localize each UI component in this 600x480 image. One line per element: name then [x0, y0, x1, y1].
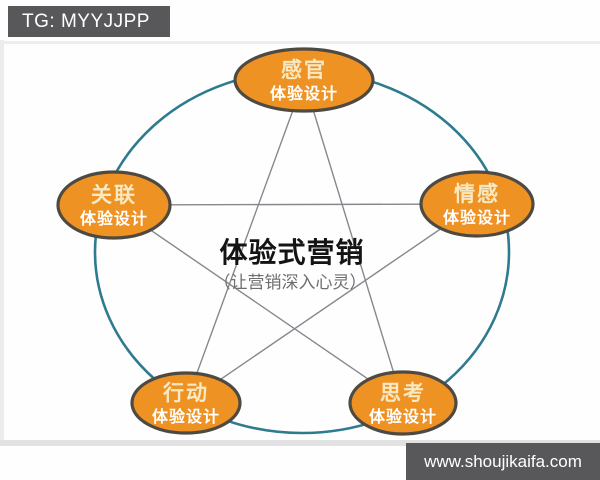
- telegram-watermark: TG: MYYJJPP: [8, 6, 170, 37]
- node-label: 情感: [454, 182, 500, 206]
- node-think: 思考 体验设计: [348, 370, 458, 436]
- node-sublabel: 体验设计: [80, 209, 148, 228]
- site-watermark: www.shoujikaifa.com: [406, 443, 600, 480]
- chord-line: [185, 79, 305, 404]
- node-sublabel: 体验设计: [443, 208, 511, 227]
- chord-line: [303, 79, 404, 404]
- diagram-title: 体验式营销: [219, 236, 364, 268]
- scan-artifact-line: [0, 41, 600, 44]
- node-sublabel: 体验设计: [152, 407, 220, 426]
- node-sublabel: 体验设计: [270, 84, 338, 103]
- node-ellipse: [56, 170, 172, 240]
- chord-line: [113, 204, 404, 404]
- scan-artifact-strip: [0, 440, 600, 446]
- node-sublabel: 体验设计: [369, 407, 437, 426]
- node-sensory: 感官 体验设计: [233, 47, 375, 113]
- pentagram-lines: [113, 79, 478, 404]
- node-label: 行动: [162, 381, 209, 405]
- site-watermark-text: www.shoujikaifa.com: [424, 452, 582, 471]
- node-ellipse: [348, 370, 458, 436]
- chord-line: [113, 203, 478, 206]
- node-label: 思考: [380, 381, 426, 405]
- scan-artifact-strip: [0, 40, 4, 446]
- node-ellipse: [419, 170, 535, 238]
- chord-line: [185, 203, 478, 404]
- node-relate: 关联 体验设计: [56, 170, 172, 240]
- node-ellipse: [233, 47, 375, 113]
- node-ellipse: [130, 371, 242, 435]
- node-emotion: 情感 体验设计: [419, 170, 535, 238]
- diagram-subtitle: （让营销深入心灵）: [214, 273, 367, 292]
- node-act: 行动 体验设计: [130, 371, 242, 435]
- telegram-watermark-text: TG: MYYJJPP: [22, 11, 150, 32]
- node-label: 关联: [91, 183, 137, 207]
- node-label: 感官: [281, 58, 327, 82]
